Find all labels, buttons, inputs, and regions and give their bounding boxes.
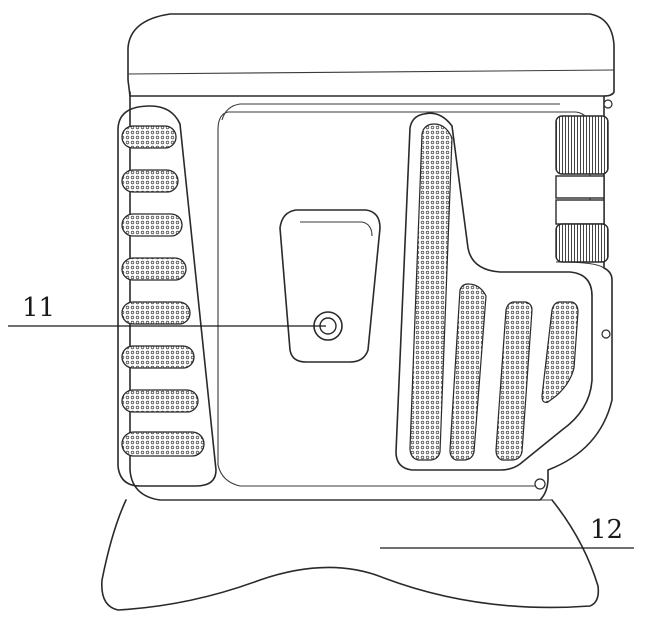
mounting-plate bbox=[279, 209, 381, 363]
callout-label-12: 12 bbox=[590, 515, 623, 545]
grille-slot bbox=[121, 125, 177, 149]
grille-slot bbox=[121, 213, 183, 237]
edge-screw-icon bbox=[534, 478, 546, 490]
grille-slot bbox=[121, 169, 179, 193]
edge-screw-icon bbox=[603, 99, 613, 109]
left-grille-slots bbox=[121, 125, 205, 457]
knurled-dial-icon bbox=[555, 115, 609, 263]
screw-hole-icon bbox=[313, 311, 343, 341]
grille-mesh-bar-1 bbox=[449, 283, 487, 461]
grille-mesh-bar-3 bbox=[541, 301, 579, 403]
bottom-base bbox=[101, 499, 600, 611]
grille-mesh-main bbox=[409, 123, 453, 461]
grille-slot bbox=[121, 431, 205, 457]
grille-slot bbox=[121, 345, 195, 369]
callout-label-11: 11 bbox=[22, 293, 55, 323]
grille-slot bbox=[121, 389, 199, 413]
left-grille-frame bbox=[117, 105, 217, 487]
grille-mesh-bar-2 bbox=[495, 301, 533, 461]
grille-slot bbox=[121, 301, 191, 325]
grille-slot bbox=[121, 257, 187, 281]
main-body bbox=[129, 91, 613, 501]
top-cap bbox=[127, 13, 615, 97]
right-grille-frame bbox=[395, 112, 593, 471]
inner-panel bbox=[217, 111, 591, 487]
edge-screw-icon bbox=[601, 329, 611, 339]
